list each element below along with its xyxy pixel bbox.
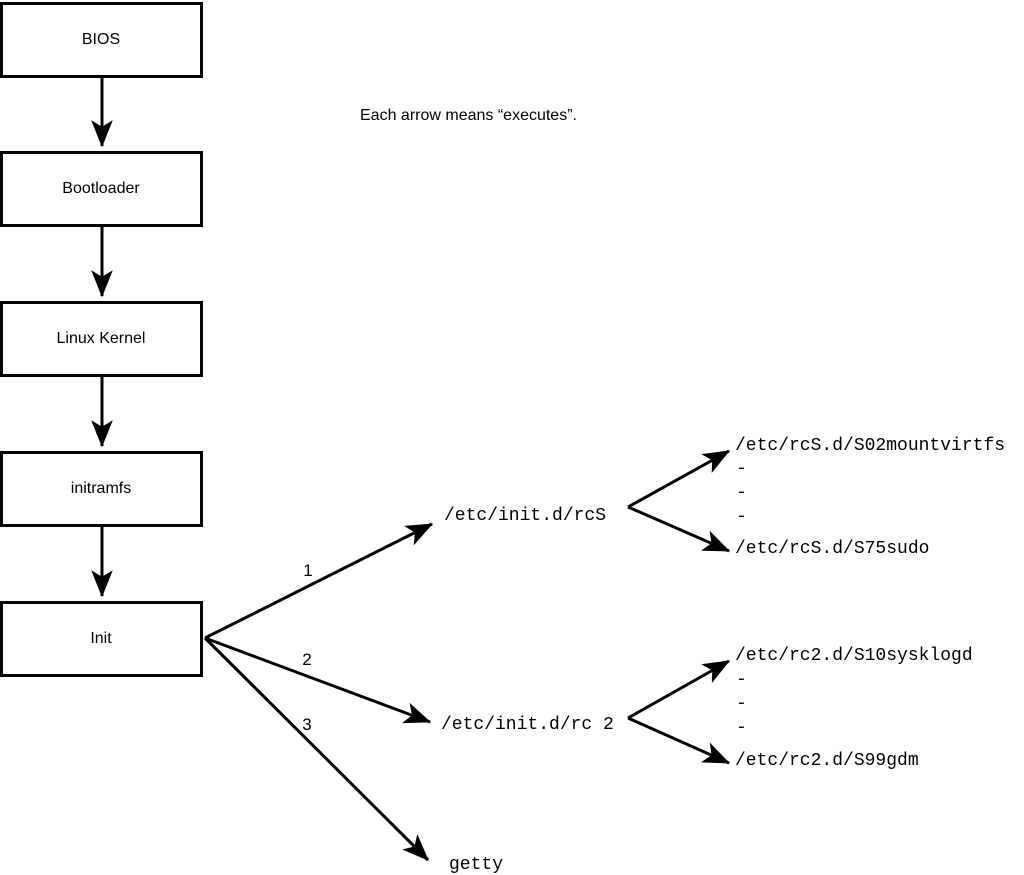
- arrow-init-to-rcs: [204, 522, 434, 640]
- rc2-script-last: /etc/rc2.d/S99gdm: [735, 751, 919, 771]
- rc2-script-first: /etc/rc2.d/S10sysklogd: [735, 646, 973, 666]
- rcs-ellipsis-dash-3: -: [736, 507, 747, 527]
- arrow-init-to-getty: [203, 636, 430, 862]
- arrow-rcs-to-first-script: [627, 449, 731, 509]
- target-label-rcs: /etc/init.d/rcS: [444, 506, 606, 526]
- legend-note: Each arrow means “executes”.: [360, 107, 577, 124]
- node-init[interactable]: Init: [0, 601, 203, 677]
- rc2-ellipsis-dash-3: -: [736, 718, 747, 738]
- rcs-ellipsis-dash-1: -: [736, 459, 747, 479]
- arrow-rc2-to-first-script: [627, 659, 731, 720]
- node-linux-kernel-rect: [0, 301, 203, 377]
- node-bootloader-label: Bootloader: [62, 180, 140, 197]
- arrow-rc2-to-last-script: [627, 716, 731, 765]
- target-label-rc2: /etc/init.d/rc 2: [441, 715, 614, 735]
- node-bootloader[interactable]: Bootloader: [0, 151, 203, 227]
- node-linux-kernel[interactable]: Linux Kernel: [0, 301, 203, 377]
- target-label-getty: getty: [449, 855, 503, 875]
- node-init-rect: [0, 601, 203, 677]
- rc2-ellipsis-dash-1: -: [736, 670, 747, 690]
- node-bootloader-rect: [0, 151, 203, 227]
- rcs-script-last: /etc/rcS.d/S75sudo: [735, 539, 929, 559]
- node-init-label: Init: [90, 630, 112, 647]
- node-bios-rect: [0, 2, 203, 78]
- edge-label-3: 3: [302, 715, 311, 734]
- edge-label-2: 2: [302, 650, 311, 669]
- arrow-rcs-to-last-script: [627, 505, 731, 553]
- rcs-script-first: /etc/rcS.d/S02mountvirtfs: [735, 436, 1005, 456]
- node-linux-kernel-label: Linux Kernel: [57, 330, 146, 347]
- node-initramfs-rect: [0, 451, 203, 527]
- edge-label-1: 1: [303, 561, 312, 580]
- node-bios[interactable]: BIOS: [0, 2, 203, 78]
- rc2-ellipsis-dash-2: -: [736, 694, 747, 714]
- node-bios-label: BIOS: [82, 31, 120, 48]
- rcs-ellipsis-dash-2: -: [736, 483, 747, 503]
- node-initramfs-label: initramfs: [71, 480, 131, 497]
- node-initramfs[interactable]: initramfs: [0, 451, 203, 527]
- arrow-init-to-rc2: [204, 636, 432, 724]
